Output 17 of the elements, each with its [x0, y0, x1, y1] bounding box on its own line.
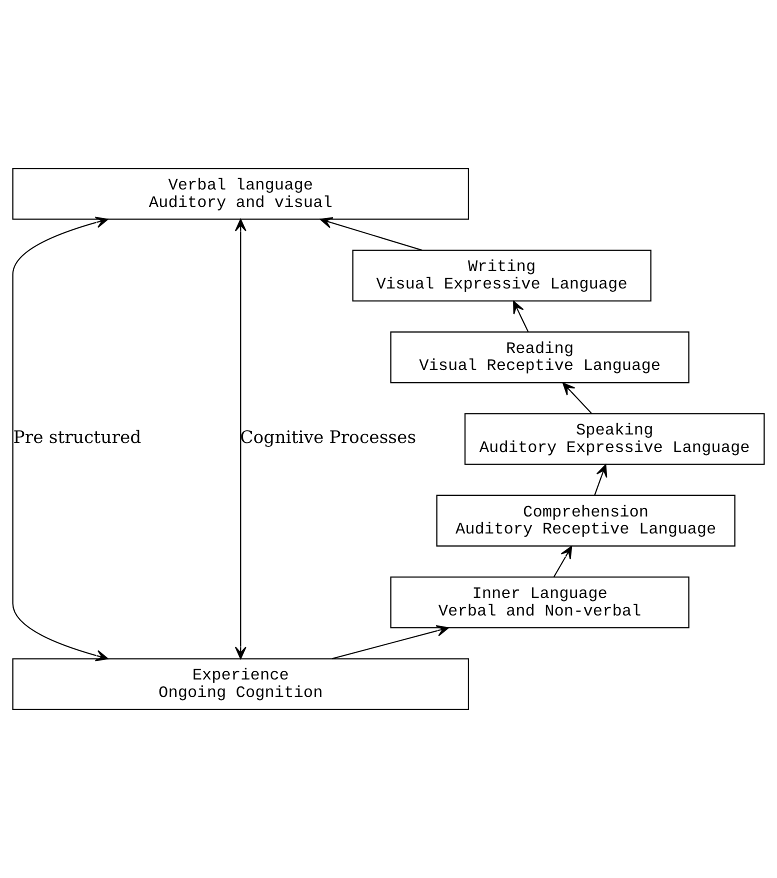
node-box: Reading Visual Receptive Language: [390, 331, 690, 384]
arrow: [553, 546, 572, 578]
arrow: [562, 382, 592, 414]
arrow: [332, 625, 450, 660]
arrow: [12, 216, 108, 662]
node-box: Inner Language Verbal and Non-verbal: [390, 576, 690, 628]
arrow: [594, 464, 608, 496]
node-box: Verbal language Auditory and visual: [12, 168, 470, 220]
arrow: [234, 218, 246, 660]
node-box: Speaking Auditory Expressive Language: [464, 413, 765, 465]
edge-label: Cognitive Processes: [240, 428, 416, 448]
node-box: Comprehension Auditory Receptive Language: [436, 494, 736, 547]
node-box: Experience Ongoing Cognition: [12, 658, 470, 710]
arrow: [320, 217, 422, 251]
arrow: [513, 300, 529, 332]
edge-label: Pre structured: [13, 428, 142, 448]
node-box: Writing Visual Expressive Language: [352, 250, 652, 302]
